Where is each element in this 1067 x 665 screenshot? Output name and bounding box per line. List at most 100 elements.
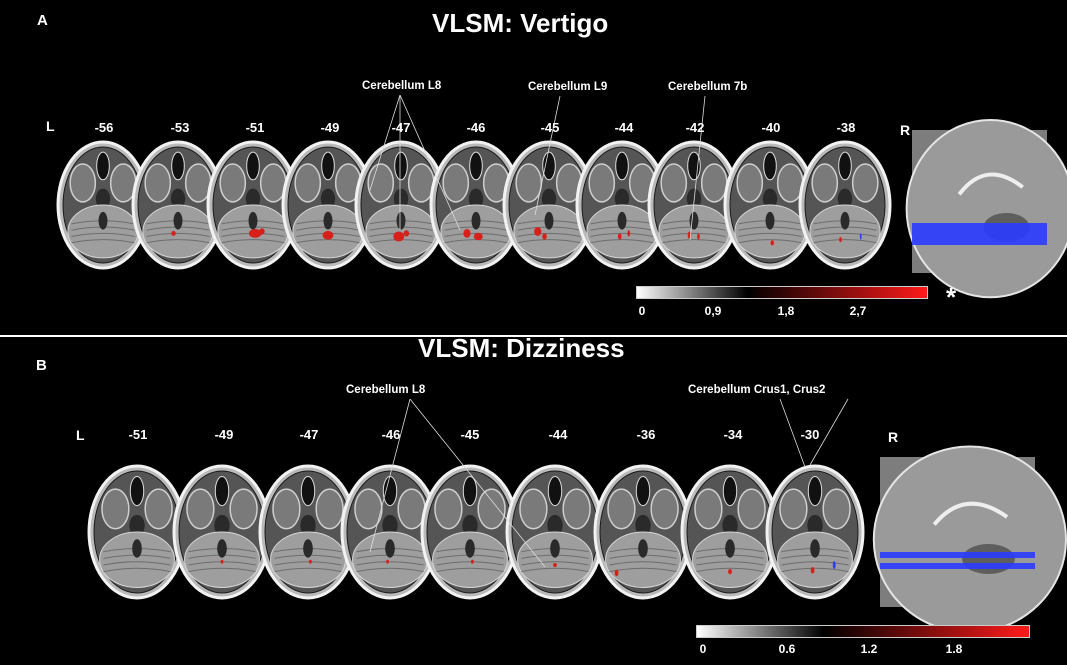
panel-b-lesion [470,559,474,564]
panel-b-cerebellum [99,531,175,588]
panel-a-coord: -45 [540,120,560,135]
panel-a-axial-slice [281,140,375,270]
panel-a-colorbar-tick: 1,8 [777,304,795,318]
panel-b-axial-slice [593,464,693,600]
panel-b-coord: -30 [800,427,820,442]
panel-a-coord: -53 [170,120,190,135]
panel-b-coord: -45 [460,427,480,442]
panel-a-leader-line [534,95,561,216]
panel-b-coord: -49 [214,427,234,442]
panel-b-lesion [308,559,312,564]
panel-b-leader-line [409,398,546,568]
panel-a-lesion [770,240,775,246]
panel-a-significance-mark: * [946,282,957,312]
panel-b-right-label: R [888,429,899,445]
panel-a-axial-slice [131,140,225,270]
panel-b-lesion [220,559,224,564]
panel-a-coord: -38 [836,120,856,135]
panel-a-region-label: Cerebellum 7b [668,81,748,93]
panel-b-title: VLSM: Dizziness [418,337,625,363]
panel-b-sagittal-inset [872,445,1067,634]
panel-a-sagittal-inset [905,119,1067,299]
panel-b-axial-slice [765,464,865,600]
panel-a-slice-marker-band [912,223,1047,245]
panel-b-colorbar-tick: 1.8 [945,642,963,656]
panel-b-slice-marker-band [880,563,1035,569]
panel-a-axial-slice [575,140,669,270]
panel-a-axial-slice [502,140,596,270]
panel-a-right-label: R [900,122,911,138]
panel-b-cerebellum [605,531,681,588]
panel-a-coord: -42 [685,120,705,135]
panel-a-colorbar-tick: 2,7 [849,304,867,318]
panel-a-title: VLSM: Vertigo [432,8,609,38]
panel-a-coord: -40 [761,120,781,135]
panel-a-region-label: Cerebellum L8 [362,80,442,92]
panel-b-colorbar-tick: 1.2 [860,642,878,656]
panel-b-axial-slice [340,464,440,600]
panel-b-region-label: Cerebellum Crus1, Crus2 [688,384,826,396]
panel-a-lesion [403,230,410,237]
panel-a-axial-slice [798,140,892,270]
panel-a-lesion [542,233,547,240]
panel-b-coord: -51 [128,427,148,442]
panel-a-vertigo: A VLSM: Vertigo L R -56 -53 -51 -49 -47 … [0,0,1067,335]
panel-b-lesion [614,569,619,577]
panel-b-coord: -34 [723,427,743,442]
panel-a-lesion [839,237,842,243]
panel-a-lesion [171,230,176,236]
panel-b-left-label: L [76,427,85,443]
panel-a-letter: A [37,12,48,29]
panel-a-coord: -47 [391,120,411,135]
panel-a-coord: -44 [614,120,634,135]
panel-a-lesion [463,228,471,238]
panel-a-colorbar [636,286,928,299]
panel-b-leader-line [779,398,806,468]
panel-b-axial-slice [680,464,780,600]
panel-a-axial-slice [723,140,817,270]
panel-a-lesion [627,230,631,237]
panel-a-axial-slice [206,140,300,270]
panel-a-lesion [617,233,622,240]
panel-b-axial-slice [172,464,272,600]
panel-a-lesion [697,233,700,240]
panel-a-leader-line [369,94,401,191]
panel-b-lesion [728,568,732,575]
panel-b-lesion [810,566,815,574]
panel-a-axial-slice [56,140,150,270]
panel-b-axial-slice [420,464,520,600]
panel-b-coord: -47 [299,427,319,442]
panel-a-lesion [859,233,862,240]
panel-a-coord: -49 [320,120,340,135]
panel-b-colorbar-tick: 0.6 [778,642,796,656]
panel-b-coord: -44 [548,427,568,442]
panel-a-coord: -56 [94,120,114,135]
panel-b-lesion [553,563,557,567]
panel-b-coord: -46 [381,427,401,442]
panel-a-left-label: L [46,118,55,134]
panel-b-slice-marker-band [880,552,1035,558]
panel-b-cerebellum [432,531,508,588]
panel-a-leader-line [689,95,706,241]
panel-b-cerebellum [692,531,768,588]
panel-a-coord: -46 [466,120,486,135]
panel-b-brain-slices [87,398,1067,634]
panel-a-lesion [393,231,405,242]
panel-b-axial-slice [87,464,187,600]
panel-a-lesion [473,232,483,241]
panel-b-leader-line [809,398,849,466]
panel-b-colorbar [696,625,1030,638]
panel-a-region-label: Cerebellum L9 [528,81,608,93]
panel-b-axial-slice [505,464,605,600]
panel-b-leader-line [369,398,411,553]
panel-b-colorbar-tick: 0 [699,642,707,656]
panel-b-lesion [832,561,836,569]
panel-a-colorbar-tick: 0 [638,304,646,318]
panel-b-region-label: Cerebellum L8 [346,384,426,396]
panel-b-lesion [386,559,390,564]
panel-a-leader-line [399,94,461,231]
panel-a-lesion [248,228,262,238]
panel-a-cerebellum [809,204,881,259]
panel-a-lesion [534,227,542,236]
panel-b-cerebellum [517,531,593,588]
